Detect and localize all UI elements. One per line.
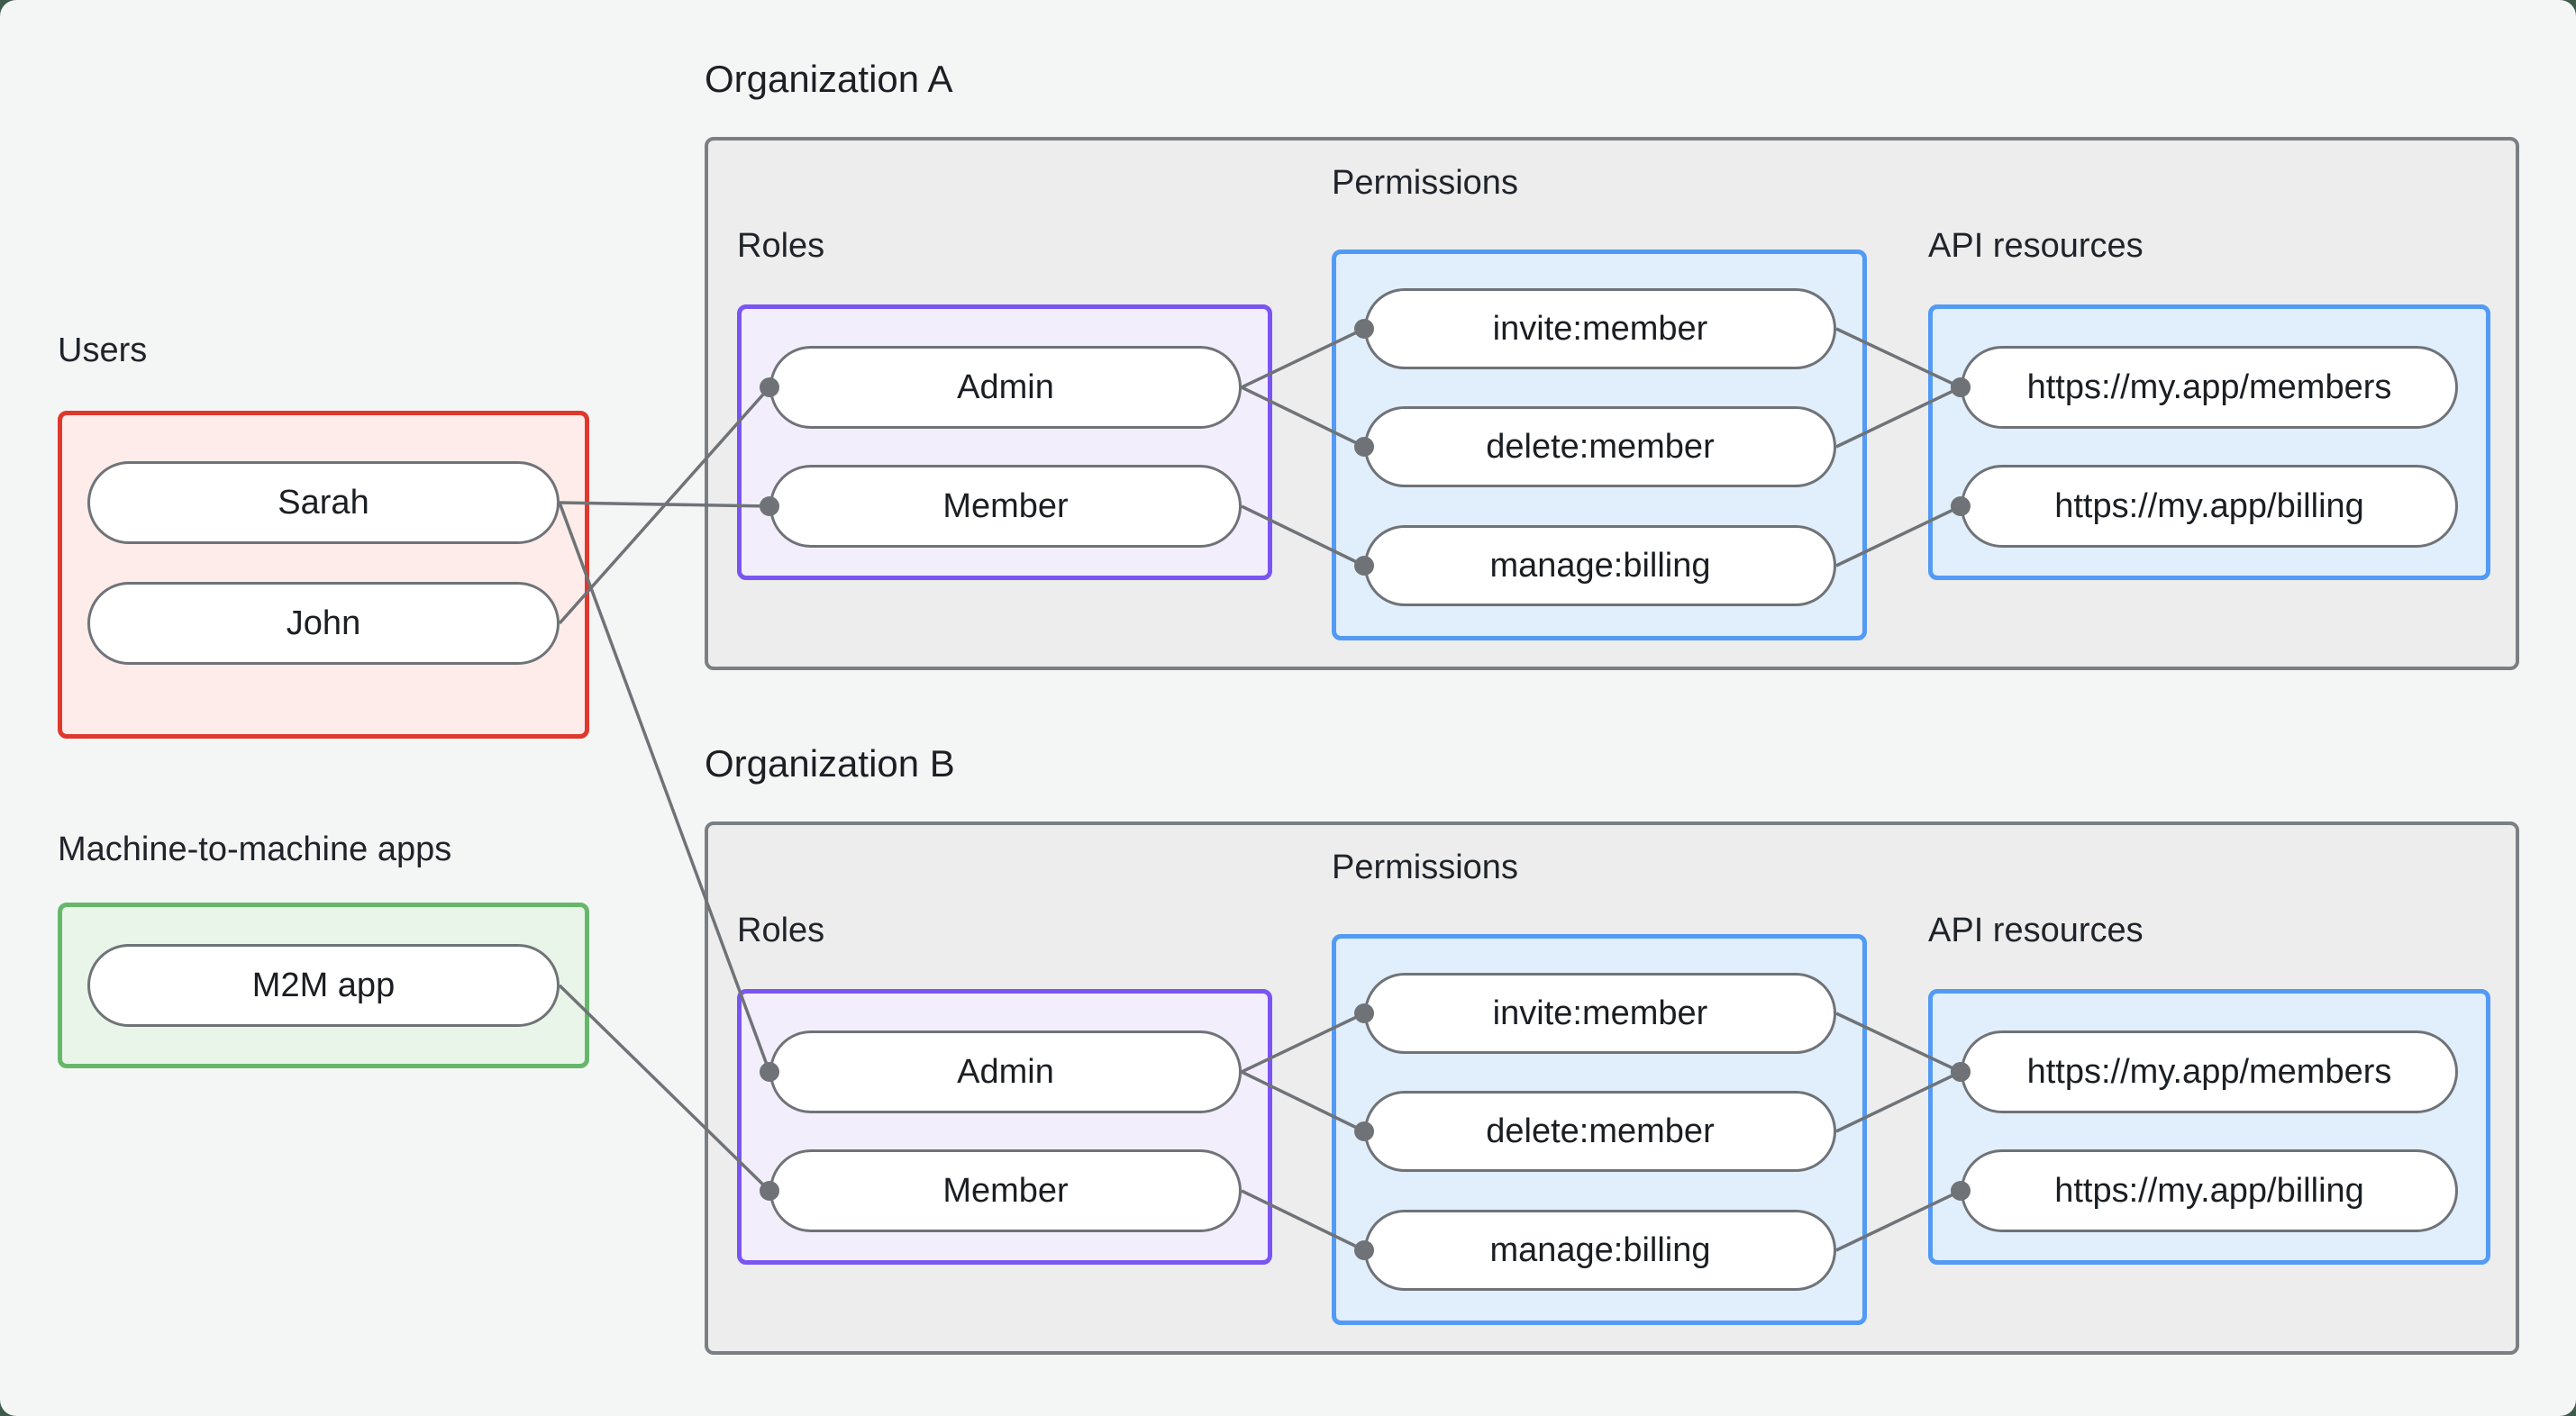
node-org-b-api-members: https://my.app/members xyxy=(1961,1030,2458,1113)
node-org-a-permission-delete: delete:member xyxy=(1364,406,1836,487)
org-a-permissions-label: Permissions xyxy=(1332,164,1518,202)
node-m2m-app: M2M app xyxy=(87,944,560,1027)
org-b-api-resources-label: API resources xyxy=(1928,912,2144,949)
node-org-b-permission-manage: manage:billing xyxy=(1364,1210,1836,1291)
node-org-a-api-billing: https://my.app/billing xyxy=(1961,465,2458,548)
org-b-roles-label: Roles xyxy=(737,912,825,949)
node-org-a-permission-invite: invite:member xyxy=(1364,288,1836,369)
node-org-a-api-members: https://my.app/members xyxy=(1961,346,2458,429)
node-org-b-role-member: Member xyxy=(769,1149,1242,1232)
node-org-a-permission-manage: manage:billing xyxy=(1364,525,1836,606)
node-org-b-role-admin: Admin xyxy=(769,1030,1242,1113)
node-org-a-role-admin: Admin xyxy=(769,346,1242,429)
org-b-title: Organization B xyxy=(705,742,955,785)
org-a-roles-label: Roles xyxy=(737,227,825,265)
org-a-api-resources-label: API resources xyxy=(1928,227,2144,265)
node-user-john: John xyxy=(87,582,560,665)
users-group-box xyxy=(58,411,589,739)
users-section-label: Users xyxy=(58,331,148,369)
node-org-b-permission-invite: invite:member xyxy=(1364,973,1836,1054)
node-org-b-api-billing: https://my.app/billing xyxy=(1961,1149,2458,1232)
org-b-permissions-label: Permissions xyxy=(1332,849,1518,886)
m2m-section-label: Machine-to-machine apps xyxy=(58,831,452,868)
node-user-sarah: Sarah xyxy=(87,461,560,544)
org-a-title: Organization A xyxy=(705,58,953,100)
node-org-b-permission-delete: delete:member xyxy=(1364,1091,1836,1172)
node-org-a-role-member: Member xyxy=(769,465,1242,548)
